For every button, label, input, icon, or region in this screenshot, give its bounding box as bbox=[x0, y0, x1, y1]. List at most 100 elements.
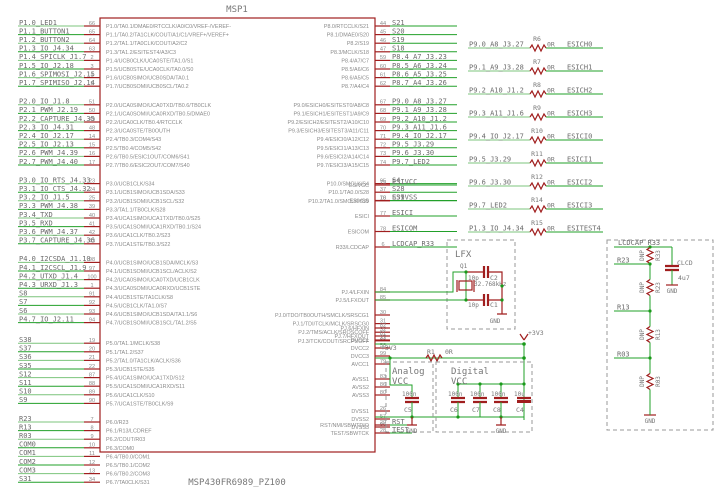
net-label: P9.6_J3.30 bbox=[392, 149, 434, 157]
right-pin: 68P9.1/ESICH1/ESITEST1/A9/C9P9.1_A9_J3.2… bbox=[293, 106, 457, 117]
resistor-ref: R6 bbox=[533, 35, 541, 43]
pin-function: P4.4/UCB1STE/TA1CLK/S8 bbox=[106, 295, 173, 301]
esi-output-net: ESICI1 bbox=[567, 156, 592, 164]
net-label: S21 bbox=[392, 19, 405, 27]
pin-number: 51 bbox=[89, 100, 95, 106]
net-label: S35 bbox=[19, 362, 32, 370]
pin-function: P9.1/ESICH1/ESITEST1/A9/C9 bbox=[293, 111, 369, 117]
net-label: P4.1_I2CSCL_J1.9 bbox=[19, 264, 86, 272]
pin-function: P5.5/UCA1SOMI/UCA1RXD/S11 bbox=[106, 384, 185, 390]
net-label: P3.6_PWM_J4.37 bbox=[19, 228, 78, 236]
c1-value: 10p bbox=[468, 302, 479, 309]
resistor-value: 0R bbox=[547, 133, 555, 141]
pin-number: 13 bbox=[89, 468, 95, 474]
right-pin: 70P9.3/ESICH3/ESITEST3/A11/C11P9.3_A11_J… bbox=[288, 123, 457, 135]
net-label: ESIVCC bbox=[392, 178, 417, 186]
net-label: ESICI bbox=[392, 209, 413, 217]
pin-number: 32 bbox=[380, 327, 386, 333]
esi-output-net: ESICH1 bbox=[567, 64, 592, 72]
net-label: S12 bbox=[19, 370, 32, 378]
pin-function: AVSS2 bbox=[352, 385, 369, 391]
pin-function: PJ.7/HFXOUT bbox=[335, 334, 370, 340]
pin-function: P2.1/UCA0SOMI/UCA0RXD/TB0.5/DMAE0 bbox=[106, 111, 210, 117]
pin-function: P3.2/UCB1SOMI/UCB1SCL/S32 bbox=[106, 199, 184, 205]
pin-number: 17 bbox=[89, 160, 95, 166]
pin-number: 70 bbox=[380, 125, 386, 131]
resistor-value: 0R bbox=[547, 64, 555, 72]
net-label: S8 bbox=[19, 290, 27, 298]
pin-function: P4.0/UCB1SIMO/UCB1SDA/MCLK/S3 bbox=[106, 260, 198, 266]
pin-function: DVCC2 bbox=[351, 346, 369, 352]
net-label: S9 bbox=[19, 396, 27, 404]
net-label: P8.5_A6_J3.24 bbox=[392, 62, 447, 70]
pin-function: P9.0/ESICH0/ESITEST0/A8/C8 bbox=[293, 103, 369, 109]
pin-function: ESIVSS bbox=[350, 199, 370, 205]
pin-function: P2.5/TB0.4/COM5/S42 bbox=[106, 146, 161, 152]
pin-function: P10.1/TA0.0/S28 bbox=[328, 190, 369, 196]
net-label: P4.2_UTXD_J1.4 bbox=[19, 272, 78, 280]
pin-number: 92 bbox=[89, 300, 95, 306]
pin-number: 30 bbox=[380, 310, 386, 316]
net-label: P3.7_CAPTURE_J4.36 bbox=[19, 237, 95, 245]
net-label: P3.0_IO_RTS_J4.33 bbox=[19, 176, 91, 184]
esi-output-net: ESICH3 bbox=[567, 110, 592, 118]
pin-function: P3.4/UCA1SIMO/UCA1TXD/TB0.0/S25 bbox=[106, 216, 200, 222]
net-label: P1.3_IO_J4.34 bbox=[19, 45, 74, 53]
pin-function: P3.1/UCB1SIMO/UCB1SDA/S33 bbox=[106, 190, 185, 196]
esi-input-net: P9.4_IO_J2.17 bbox=[469, 133, 524, 141]
resistor-dnp: DNP bbox=[639, 282, 646, 293]
net-label: S37 bbox=[19, 345, 32, 353]
pin-function: P1.7/UCB0SOMI/UCB0SCL/TA0.2 bbox=[106, 84, 189, 90]
resistor-value: 0R bbox=[547, 179, 555, 187]
pin-function: P4.1/UCB1SOMI/UCB1SCL/ACLK/S2 bbox=[106, 269, 197, 275]
pin-function: TEST/SBWTCK bbox=[331, 431, 370, 437]
power-circuit bbox=[375, 333, 533, 433]
pin-function: P4.3/UCA0SOMI/UCA0RXD/UCB1STE bbox=[106, 286, 201, 292]
net-label: P1.2_BUTTON2 bbox=[19, 36, 70, 44]
pin-function: P6.3/COM0 bbox=[106, 446, 134, 452]
net-label: P8.6_A5_J3.25 bbox=[392, 70, 447, 78]
pin-number: 66 bbox=[89, 21, 95, 27]
net-label: RST bbox=[392, 418, 405, 426]
pin-number: 29 bbox=[380, 420, 386, 426]
resistor-ref: R14 bbox=[531, 196, 543, 204]
digital-gnd-label: GND bbox=[496, 428, 507, 435]
right-pin: 67P9.0/ESICH0/ESITEST0/A8/C8P9.0_A8_J3.2… bbox=[293, 98, 457, 109]
net-label: COM0 bbox=[19, 441, 36, 449]
cap-value: 10u bbox=[514, 391, 525, 398]
net-label: S18 bbox=[392, 45, 405, 53]
resistor-ref: R9 bbox=[533, 104, 541, 112]
pin-number: 45 bbox=[380, 29, 386, 35]
cap-ref: C6 bbox=[450, 406, 458, 414]
net-label: P1.4_SPICLK_J1.7 bbox=[19, 53, 86, 61]
digital-vcc-title: Digital bbox=[451, 367, 489, 377]
pin-number: 76 bbox=[380, 195, 386, 201]
pin-number: 23 bbox=[89, 178, 95, 184]
pin-function: RST/NMI/SBWTDIO bbox=[320, 423, 369, 429]
esi-input-net: P9.1_A9_J3.28 bbox=[469, 64, 524, 72]
net-label: TEST bbox=[392, 426, 410, 434]
cap-ref: C8 bbox=[493, 406, 501, 414]
pin-number: 95 bbox=[380, 178, 386, 184]
pin-number: 77 bbox=[380, 211, 386, 217]
esi-output-net: ESICH2 bbox=[567, 87, 592, 95]
pin-function: P2.3/UCA0STE/TB0OUTH bbox=[106, 129, 170, 135]
